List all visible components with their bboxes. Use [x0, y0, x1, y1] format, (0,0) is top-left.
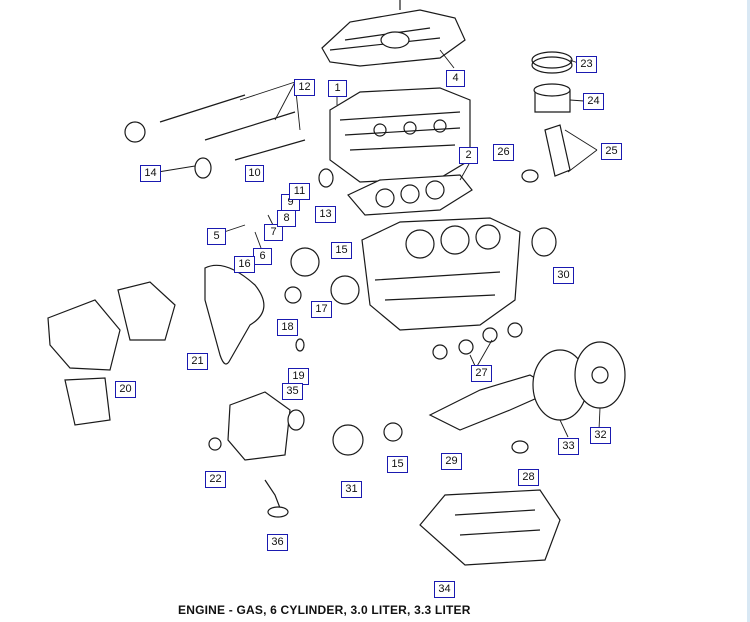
- callout-34[interactable]: 34: [434, 581, 455, 598]
- callout-10[interactable]: 10: [245, 165, 264, 182]
- callout-29[interactable]: 29: [441, 453, 462, 470]
- callout-24[interactable]: 24: [583, 93, 604, 110]
- callout-4[interactable]: 4: [446, 70, 465, 87]
- callout-20[interactable]: 20: [115, 381, 136, 398]
- callout-27[interactable]: 27: [471, 365, 492, 382]
- seal-28-drawing: [511, 440, 529, 454]
- callout-33[interactable]: 33: [558, 438, 579, 455]
- callout-5[interactable]: 5: [207, 228, 226, 245]
- cylinder-head-drawing: [329, 87, 471, 183]
- timing-cover-upper-drawing: [117, 281, 176, 341]
- oil-pan-drawing: [419, 489, 561, 566]
- crank-sprocket-drawing: [383, 422, 403, 442]
- diagram-caption: ENGINE - GAS, 6 CYLINDER, 3.0 LITER, 3.3…: [178, 603, 471, 617]
- callout-31[interactable]: 31: [341, 481, 362, 498]
- front-cover-drawing: [227, 391, 291, 461]
- callout-15-upper[interactable]: 15: [331, 242, 352, 259]
- seal-13-drawing: [318, 168, 334, 188]
- pulley-15-drawing: [290, 247, 320, 277]
- crank-pulley-drawing: [332, 424, 364, 456]
- callout-22[interactable]: 22: [205, 471, 226, 488]
- seal-22-drawing: [208, 437, 222, 451]
- callout-15-lower[interactable]: 15: [387, 456, 408, 473]
- valve-cover-drawing: [321, 0, 466, 67]
- callout-21[interactable]: 21: [187, 353, 208, 370]
- timing-cover-lower-drawing: [64, 377, 111, 426]
- callout-11[interactable]: 11: [289, 183, 310, 200]
- callout-8[interactable]: 8: [277, 210, 296, 227]
- callout-32[interactable]: 32: [590, 427, 611, 444]
- callout-30[interactable]: 30: [553, 267, 574, 284]
- callout-18[interactable]: 18: [277, 319, 298, 336]
- callout-2[interactable]: 2: [459, 147, 478, 164]
- callout-35[interactable]: 35: [282, 383, 303, 400]
- callout-26[interactable]: 26: [493, 144, 514, 161]
- engine-block-drawing: [361, 217, 521, 331]
- callout-12[interactable]: 12: [294, 79, 315, 96]
- callout-1[interactable]: 1: [328, 80, 347, 97]
- callout-36[interactable]: 36: [267, 534, 288, 551]
- callout-23[interactable]: 23: [576, 56, 597, 73]
- tensioner-18-drawing: [284, 286, 302, 304]
- oil-strainer-drawing: [264, 479, 281, 509]
- timing-belt-drawing: [204, 264, 265, 365]
- sensor-19-drawing: [295, 338, 305, 352]
- flywheel-drawing: [574, 341, 626, 409]
- leader-lines: [157, 49, 601, 438]
- callout-6[interactable]: 6: [253, 248, 272, 265]
- seal-35-drawing: [287, 409, 305, 431]
- piston-drawing: [521, 51, 573, 183]
- seal-14-drawing: [194, 157, 212, 179]
- callout-7[interactable]: 7: [264, 224, 283, 241]
- head-gasket-drawing: [347, 174, 473, 216]
- pulley-17-drawing: [330, 275, 360, 305]
- callout-25[interactable]: 25: [601, 143, 622, 160]
- oil-pump-30-drawing: [531, 227, 557, 257]
- camshafts-drawing: [124, 94, 306, 161]
- callout-14[interactable]: 14: [140, 165, 161, 182]
- callout-28[interactable]: 28: [518, 469, 539, 486]
- callout-13[interactable]: 13: [315, 206, 336, 223]
- callout-16[interactable]: 16: [234, 256, 255, 273]
- callout-17[interactable]: 17: [311, 301, 332, 318]
- scrollbar-edge: [747, 0, 750, 622]
- timing-cover-drawing: [47, 299, 121, 371]
- bearings-drawing: [432, 322, 523, 360]
